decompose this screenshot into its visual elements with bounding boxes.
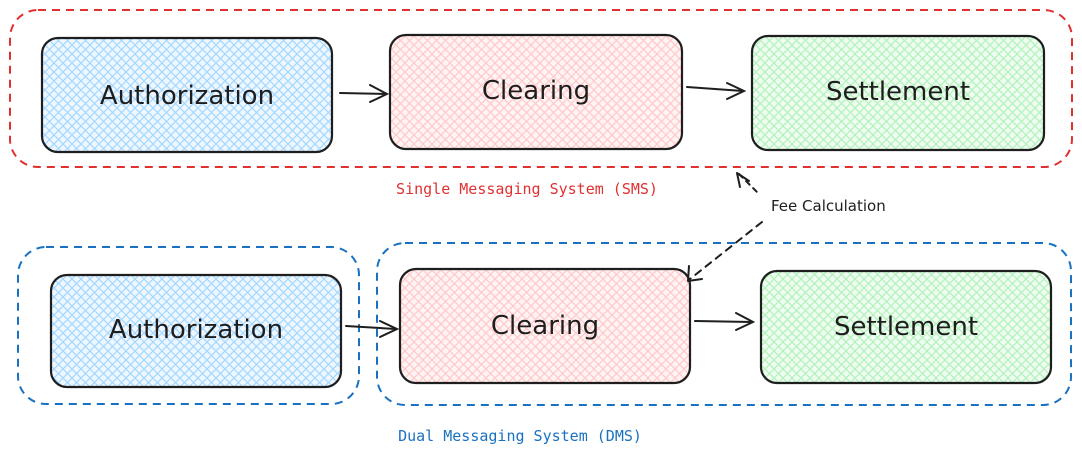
sms-clearing-label: Clearing (482, 76, 590, 106)
sms-authorization-node: Authorization (40, 36, 334, 154)
dms-clearing-settlement-group: Clearing Settlement (376, 242, 1072, 406)
dms-arrow-auth-to-clearing (345, 320, 400, 338)
sms-group: Single Messaging System (SMS) Authorizat… (9, 9, 1073, 198)
dms-arrow-clearing-to-settlement (694, 312, 756, 331)
dms-settlement-label: Settlement (834, 312, 978, 342)
dms-authorization-node: Authorization (49, 273, 343, 389)
dms-authorization-group-border (17, 246, 360, 405)
sms-settlement-label: Settlement (826, 77, 970, 107)
sms-group-border (9, 9, 1073, 168)
dms-authorization-label: Authorization (109, 315, 283, 345)
sms-group-label: Single Messaging System (SMS) (396, 180, 658, 198)
fee-calculation-connector: Fee Calculation (687, 172, 886, 282)
sms-authorization-label: Authorization (100, 81, 274, 111)
sms-arrow-auth-to-clearing (339, 84, 390, 103)
dms-group-label: Dual Messaging System (DMS) (398, 427, 642, 445)
dms-clearing-label: Clearing (491, 311, 599, 341)
sms-arrow-clearing-to-settlement (686, 82, 747, 100)
fee-calculation-label: Fee Calculation (771, 197, 886, 215)
sms-settlement-node: Settlement (750, 34, 1046, 152)
sms-clearing-node: Clearing (388, 33, 684, 151)
dms-settlement-node: Settlement (759, 269, 1053, 385)
dms-clearing-node: Clearing (398, 267, 692, 385)
dms-authorization-group: Authorization (17, 246, 360, 405)
dms-clearing-settlement-group-border (376, 242, 1072, 406)
